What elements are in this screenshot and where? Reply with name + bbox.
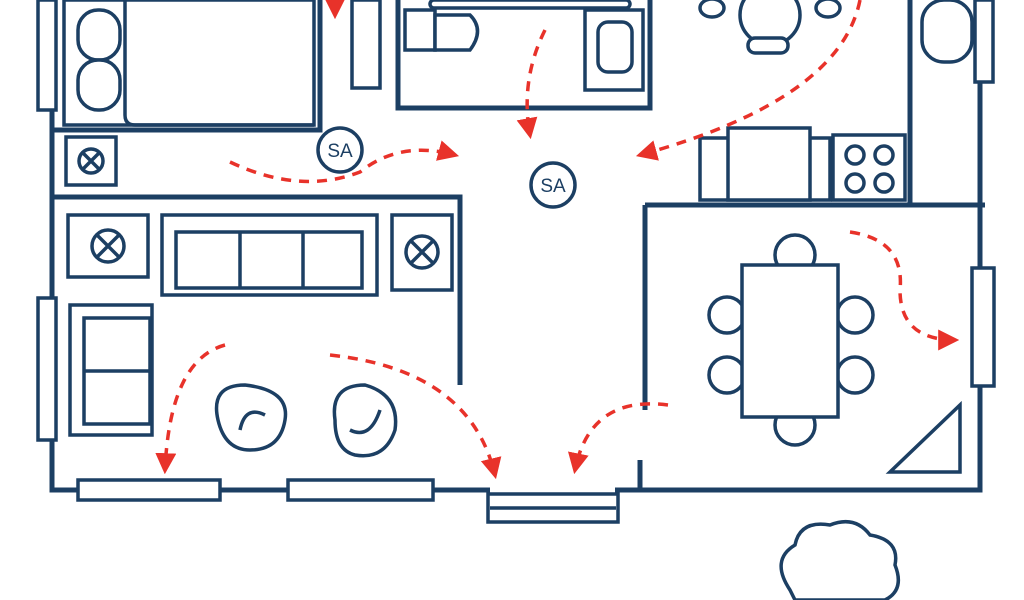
round-table — [698, 0, 842, 55]
escape-routes — [155, 0, 960, 480]
bathroom-fixtures — [403, 0, 974, 92]
smoke-alarm-2: SA — [529, 161, 577, 209]
escape-arrow — [635, 0, 862, 161]
escape-arrow — [568, 402, 669, 475]
side-tables — [64, 135, 454, 292]
escape-arrow — [229, 140, 460, 184]
bed — [62, 0, 316, 127]
tree — [779, 519, 901, 600]
smoke-alarm-1: SA — [316, 126, 364, 174]
front-door-step — [486, 492, 620, 524]
dining-table — [707, 233, 962, 474]
smoke-alarm-label: SA — [327, 141, 353, 162]
kitchen-appliances — [698, 126, 907, 202]
armchairs — [214, 383, 398, 458]
smoke-alarm-label: SA — [540, 176, 566, 197]
windows — [36, 0, 996, 502]
sofa — [68, 213, 379, 437]
escape-arrow — [516, 29, 547, 140]
escape-arrow — [155, 343, 226, 475]
